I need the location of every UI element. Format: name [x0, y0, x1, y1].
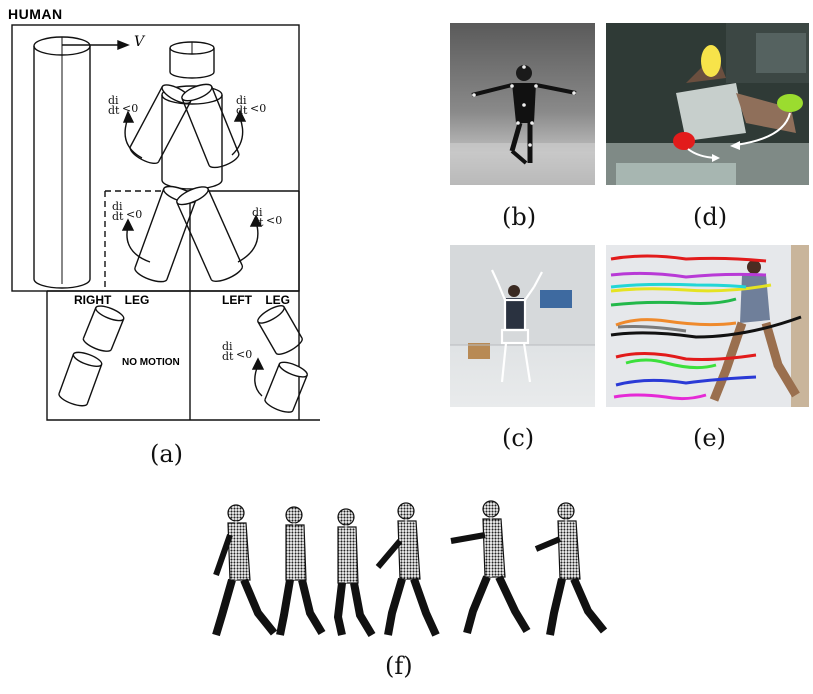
caption-b: (b)	[502, 203, 537, 231]
caption-a: (a)	[150, 440, 184, 468]
angle-rate-lt-mid-left: <0	[126, 208, 143, 221]
caption-c: (c)	[502, 424, 535, 452]
caption-e: (e)	[693, 424, 726, 452]
angle-rate-lt-left-leg: <0	[236, 348, 253, 361]
hand-marker-red	[673, 132, 695, 150]
panel-a-title: HUMAN	[8, 6, 63, 22]
mocap-figure	[450, 65, 595, 185]
velocity-label: V	[134, 34, 145, 50]
angle-rate-lt-mid-right: <0	[266, 214, 283, 227]
trajectory-scene	[610, 245, 809, 407]
angle-rate-lt-upper-left: <0	[122, 102, 139, 115]
right-leg-label: RIGHT LEG	[74, 293, 150, 307]
panel-c-lab-photo	[450, 245, 595, 407]
tracking-scene	[606, 23, 809, 185]
lab-scene	[450, 245, 595, 383]
hand-marker	[777, 94, 803, 112]
panel-a: HUMAN	[0, 0, 320, 430]
panel-b-mocap-photo	[450, 23, 595, 185]
cylinder-model-diagram	[11, 24, 320, 421]
caption-f: (f)	[385, 652, 413, 680]
angle-rate-label-left-leg: di dt	[222, 340, 234, 363]
head-marker	[701, 45, 721, 77]
panel-d-tracking-photo	[606, 23, 809, 185]
angle-rate-lt-upper-right: <0	[250, 102, 267, 115]
angle-rate-label-upper-left: di dt	[108, 94, 120, 117]
panel-f-gait-sequence	[206, 495, 616, 645]
angle-rate-label-upper-right: di dt	[236, 94, 248, 117]
angle-rate-label-mid-left: di dt	[112, 200, 124, 223]
panel-e-trajectory-photo	[606, 245, 809, 407]
angle-rate-label-mid-right: di dt	[252, 206, 264, 229]
no-motion-label: NO MOTION	[122, 357, 180, 368]
left-leg-label: LEFT LEG	[222, 293, 290, 307]
caption-d: (d)	[693, 203, 728, 231]
gait-silhouettes	[212, 500, 608, 638]
